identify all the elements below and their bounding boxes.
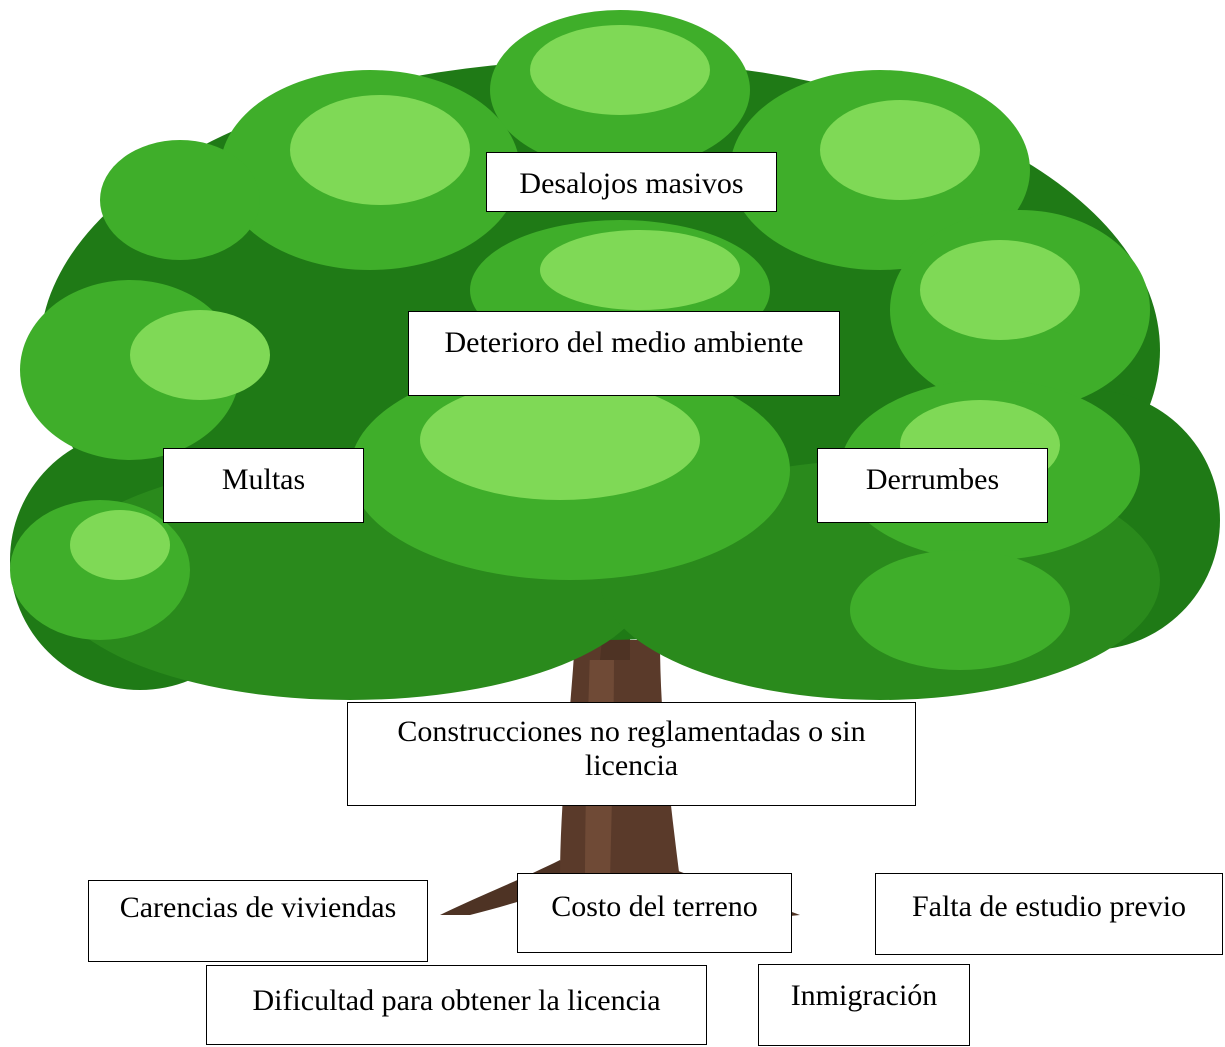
problem-box: Construcciones no reglamentadas o sin li… xyxy=(347,702,916,806)
problem-label: Construcciones no reglamentadas o sin li… xyxy=(397,715,866,782)
effect-label-derrumbes: Derrumbes xyxy=(865,463,1000,496)
cause-label-falta: Falta de estudio previo xyxy=(911,890,1187,923)
cause-box-costo: Costo del terreno xyxy=(517,873,792,953)
cause-box-inmigracion: Inmigración xyxy=(758,964,970,1046)
cause-box-carencias: Carencias de viviendas xyxy=(88,880,428,962)
effect-box-derrumbes: Derrumbes xyxy=(817,448,1048,523)
effect-box-desalojos: Desalojos masivos xyxy=(486,152,777,212)
effect-box-multas: Multas xyxy=(163,448,364,523)
cause-box-dificultad: Dificultad para obtener la licencia xyxy=(206,965,707,1045)
cause-label-carencias: Carencias de viviendas xyxy=(119,891,397,924)
effect-label-deterioro: Deterioro del medio ambiente xyxy=(444,326,804,359)
effect-label-multas: Multas xyxy=(221,463,306,496)
cause-label-inmigracion: Inmigración xyxy=(790,979,938,1012)
effect-box-deterioro: Deterioro del medio ambiente xyxy=(408,311,840,396)
effect-label-desalojos: Desalojos masivos xyxy=(519,167,744,200)
cause-box-falta: Falta de estudio previo xyxy=(875,873,1223,955)
cause-label-costo: Costo del terreno xyxy=(551,890,758,923)
cause-label-dificultad: Dificultad para obtener la licencia xyxy=(252,984,661,1017)
